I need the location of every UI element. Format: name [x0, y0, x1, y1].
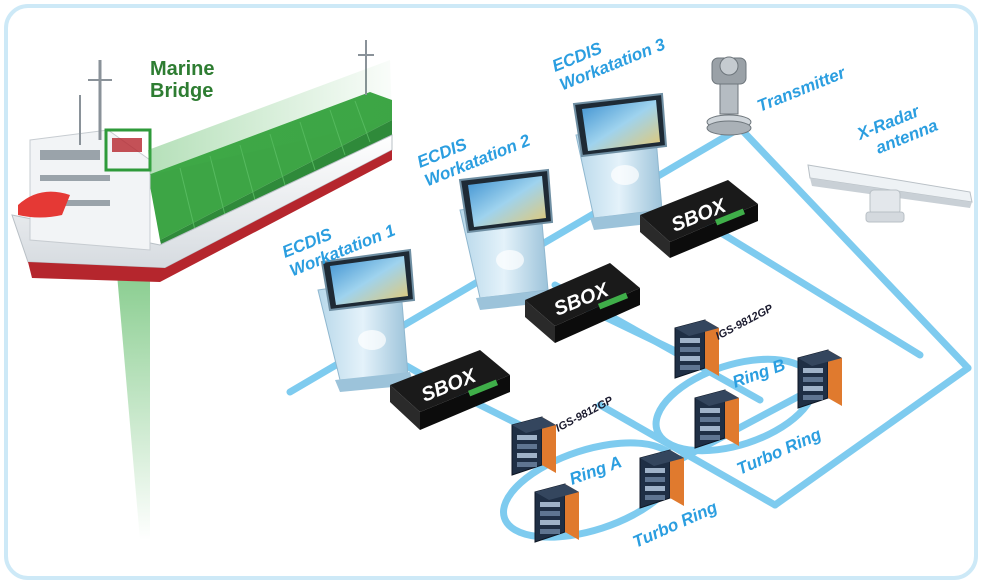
switch-4: [694, 389, 739, 449]
bridge-label: Bridge: [150, 80, 213, 102]
switch-6: [797, 349, 842, 409]
x-radar-antenna: [807, 164, 973, 223]
switch-2: [534, 483, 579, 543]
sbox-2: SBOX: [525, 263, 640, 343]
ship-hull-red: [28, 150, 392, 282]
marine-label: Marine: [150, 58, 214, 80]
switch-1: [511, 416, 556, 476]
transmitter: [706, 56, 752, 136]
diagram-frame: [4, 4, 978, 580]
switch-5: [674, 319, 719, 379]
workstation-3: [572, 92, 668, 230]
transmitter-label: Transmitter: [754, 63, 849, 116]
ring-a-label: Ring A: [567, 452, 624, 488]
workstation-1: [317, 248, 416, 392]
sbox-3: SBOX: [640, 180, 758, 258]
switch-label-b: IGS-9812GP: [714, 302, 776, 342]
ethernet-switches: [511, 319, 842, 543]
switch-label-a: IGS-9812GP: [554, 394, 616, 434]
workstation-2: [458, 168, 554, 310]
bridge-beam-right: [148, 60, 392, 175]
switch-3: [639, 449, 684, 509]
lifeboat: [18, 191, 70, 218]
sbox-1: SBOX: [390, 350, 510, 430]
